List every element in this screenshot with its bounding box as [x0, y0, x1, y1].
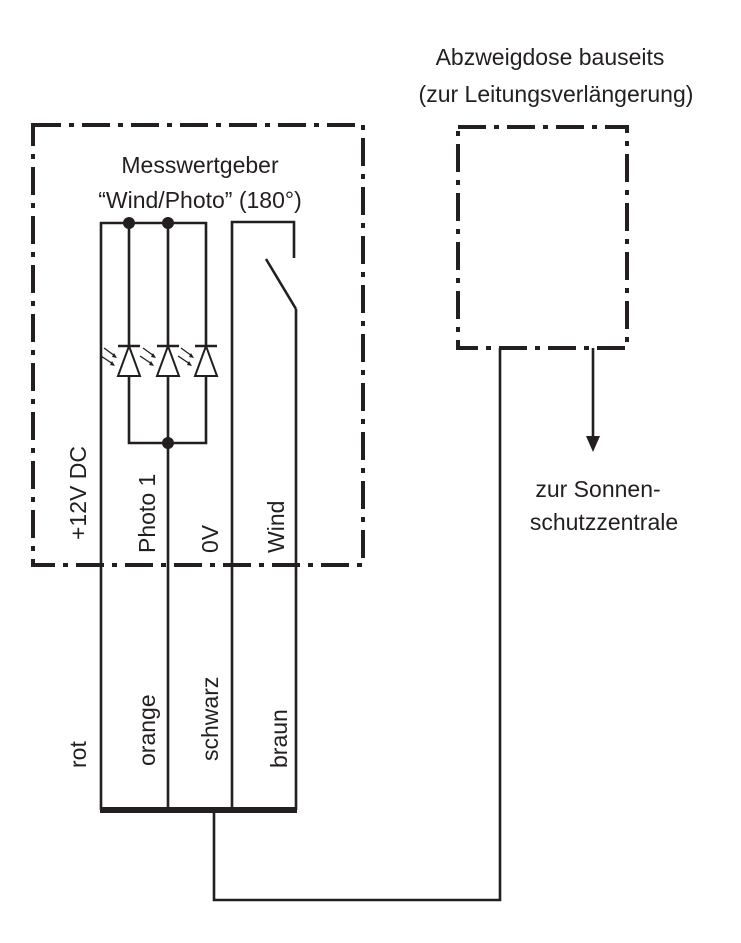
switch-contact-icon	[264, 258, 298, 310]
junction-dot	[123, 217, 135, 229]
sensor-title: Messwertgeber	[121, 152, 279, 178]
sensor-subtitle: “Wind/Photo” (180°)	[98, 187, 302, 213]
destination-line2: schutzzentrale	[530, 509, 678, 535]
junction-dot	[162, 437, 174, 449]
photodiode-icon	[177, 343, 219, 377]
sensor-enclosure	[31, 123, 365, 567]
arrow-down-icon	[586, 436, 600, 452]
junction-dot	[162, 217, 174, 229]
junction-box-title: Abzweigdose bauseits	[436, 44, 665, 70]
photodiode-icon	[139, 343, 181, 377]
wire-color-orange: orange	[134, 694, 160, 766]
wire-color-rot: rot	[65, 741, 91, 768]
destination-line1: zur Sonnen-	[535, 476, 660, 502]
terminal-label-wind: Wind	[263, 501, 289, 553]
wire-color-schwarz: schwarz	[197, 677, 223, 761]
junction-box	[456, 125, 629, 350]
wire-color-braun: braun	[266, 709, 292, 768]
cable-to-junction-box	[212, 348, 502, 902]
wind-switch-wire	[230, 220, 296, 810]
terminal-label-12v: +12V DC	[65, 446, 91, 540]
photo-bracket-wire	[99, 221, 208, 810]
junction-box-subtitle: (zur Leitungsverlängerung)	[419, 81, 694, 107]
photodiode-circuit	[99, 217, 219, 810]
terminal-label-photo1: Photo 1	[134, 474, 160, 553]
photodiode-icon	[100, 343, 142, 377]
wind-switch-circuit	[230, 220, 298, 810]
terminal-label-0v: 0V	[197, 524, 223, 553]
